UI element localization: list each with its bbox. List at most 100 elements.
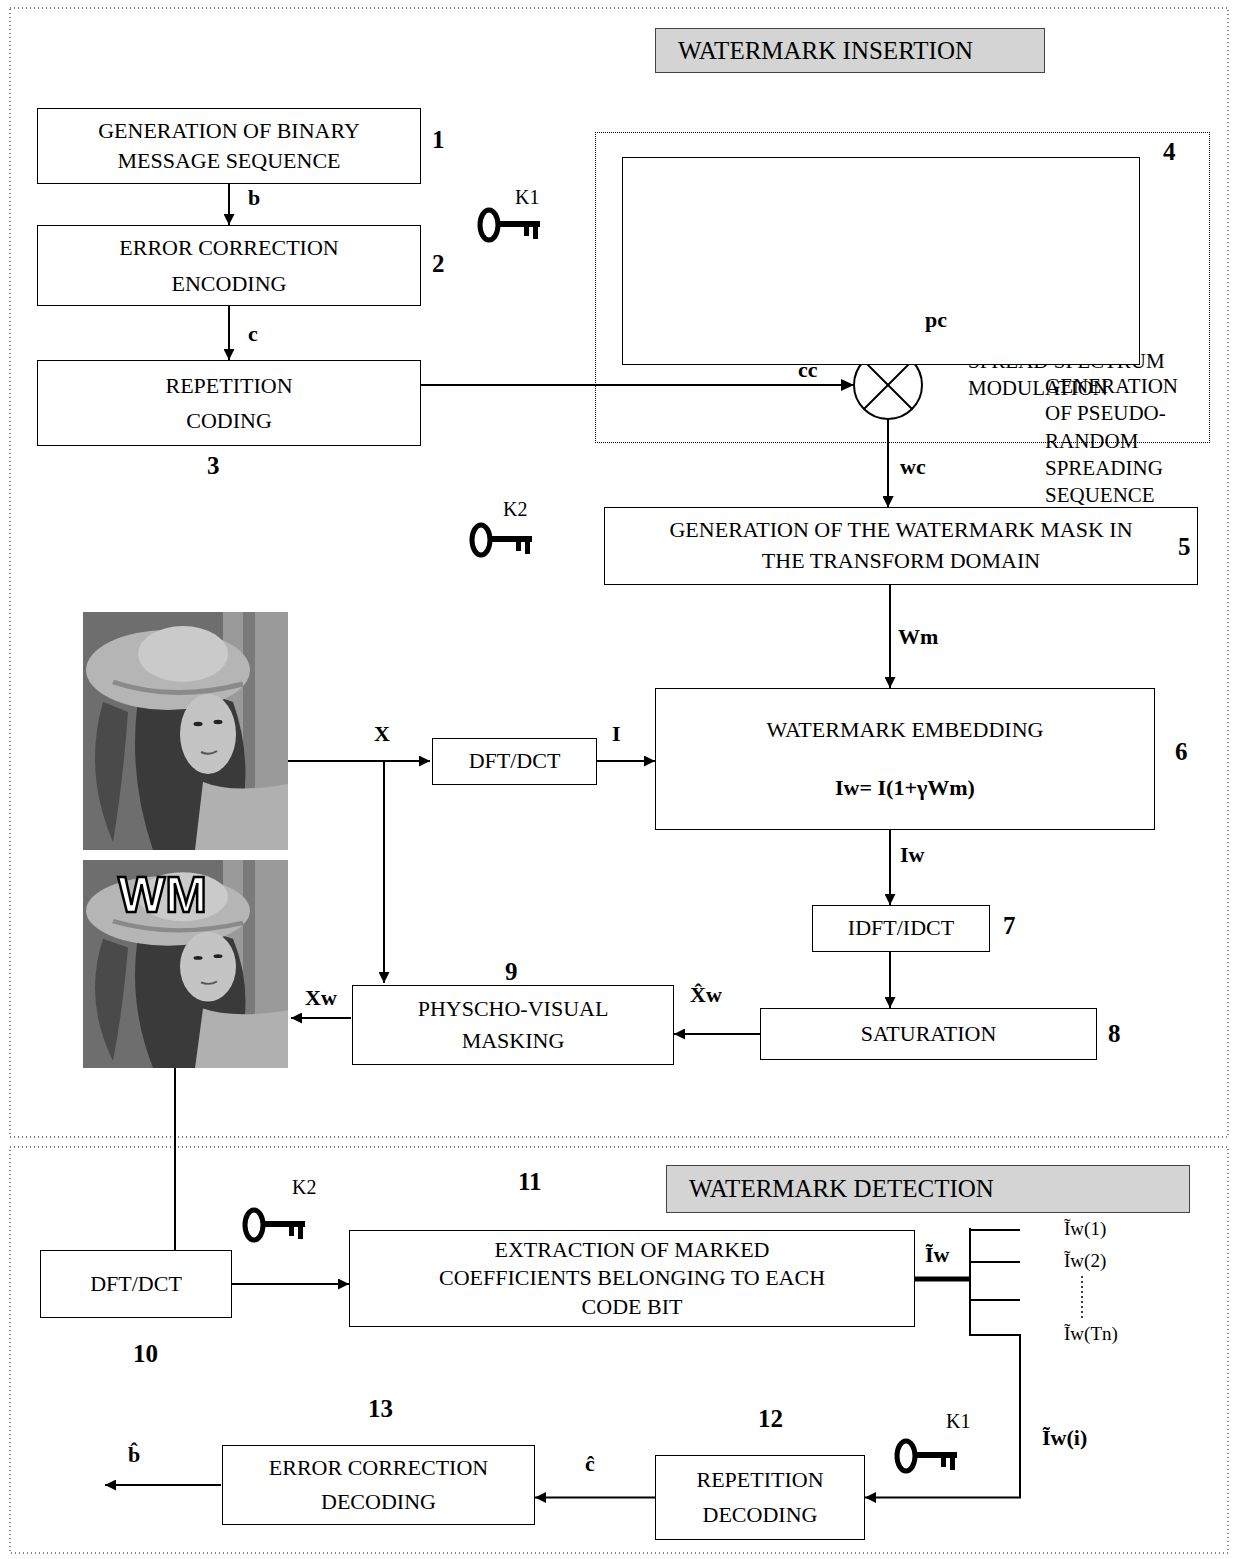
text-group: DFT/DCT [433,748,596,774]
connector-arrow [674,1033,760,1035]
text-group: REPETITION CODING [38,368,420,438]
signal-label: b̂ [128,1443,140,1467]
process-box: SATURATION [760,1008,1097,1060]
box-text: GENERATION OF BINARY MESSAGE SEQUENCE [63,116,395,175]
process-box: REPETITION DECODING [655,1455,865,1540]
callout-number: 9 [505,958,518,986]
process-box: PHYSCHO-VISUAL MASKING [352,985,674,1065]
process-box: DFT/DCT [432,738,597,785]
signal-label: X [374,722,390,746]
process-box: EXTRACTION OF MARKED COEFFICIENTS BELONG… [349,1230,915,1327]
formula-text: Iw= I(1+γWm) [835,775,975,801]
callout-number: 4 [1163,138,1176,166]
section-heading: WATERMARK INSERTION [655,28,1045,73]
box-text: WATERMARK INSERTION [678,36,1022,66]
signal-label: b [248,186,260,210]
box-text: EXTRACTION OF MARKED COEFFICIENTS BELONG… [420,1236,844,1322]
box-text: GENERATION OF THE WATERMARK MASK IN THE … [665,515,1137,577]
text-group: SATURATION [761,1021,1096,1047]
connector-arrow [889,585,891,688]
signal-label: pc [925,308,947,332]
detection-frame [10,1147,1228,1553]
callout-number: 10 [133,1340,158,1368]
key-name: K2 [292,1176,316,1198]
process-box: ERROR CORRECTION ENCODING [37,225,421,306]
callout-number: 13 [368,1395,393,1423]
text-group: ERROR CORRECTION ENCODING [38,230,420,300]
signal-label: c [248,322,258,346]
layout-wires [105,761,1082,1485]
callout-number: 2 [432,250,445,278]
text-group: ERROR CORRECTION DECODING [223,1451,534,1519]
text-group: GENERATION OF BINARY MESSAGE SEQUENCE [38,116,420,175]
signal-label: Ĩw(2) [1064,1251,1106,1272]
key-name: K1 [515,186,539,208]
callout-number: 12 [758,1405,783,1433]
connector-arrow [889,830,891,905]
callout-number: 1 [432,126,445,154]
signal-label: Xw [305,986,337,1010]
text-group: REPETITION DECODING [656,1463,864,1531]
text-group: EXTRACTION OF MARKED COEFFICIENTS BELONG… [350,1236,914,1322]
process-box: GENERATION OF THE WATERMARK MASK IN THE … [604,507,1198,585]
box-text: REPETITION DECODING [664,1463,856,1531]
text-group: DFT/DCT [41,1271,231,1297]
connector-arrow [597,760,655,762]
connector-arrow [228,184,230,225]
signal-label: Ĩw(1) [1064,1219,1106,1240]
watermark-text: WM [118,868,207,923]
process-box: IDFT/IDCT [812,905,990,952]
process-box: WATERMARK EMBEDDING Iw= I(1+γWm) [655,688,1155,830]
box-text: REPETITION CODING [128,368,330,438]
signal-label: X̂w [690,983,722,1007]
insertion-frame [10,8,1228,1137]
process-box: DFT/DCT [40,1250,232,1318]
callout-number: 8 [1108,1020,1121,1048]
text-group: PHYSCHO-VISUAL MASKING [353,993,673,1057]
signal-label: ĉ [585,1452,595,1476]
process-box: REPETITION CODING [37,360,421,446]
signal-label: Wm [898,625,938,649]
connector-arrow [889,952,891,1008]
box-text: DFT/DCT [46,1271,226,1297]
callout-number: 11 [518,1168,542,1196]
callout-number: 7 [1003,912,1016,940]
section-heading: WATERMARK DETECTION [666,1165,1190,1213]
process-box: ERROR CORRECTION DECODING [222,1445,535,1525]
signal-label: Ĩw(i) [1042,1426,1087,1450]
module-region: SPREAD SPECTRUM MODULATIONGENERATION OF … [595,132,1210,443]
box-text: DFT/DCT [438,748,591,774]
signal-label: Ĩw [925,1243,949,1267]
text-group: GENERATION OF THE WATERMARK MASK IN THE … [605,515,1197,577]
box-text: ERROR CORRECTION DECODING [253,1451,504,1519]
text-group: IDFT/IDCT [813,915,989,941]
watermarked-image [83,860,288,1068]
callout-number: 3 [207,452,220,480]
host-image [83,612,288,850]
process-box: GENERATION OF BINARY MESSAGE SEQUENCE [37,108,421,184]
connector-arrow [232,1283,349,1285]
process-box: GENERATION OF PSEUDO-RANDOM SPREADING SE… [622,157,1140,365]
box-text: ERROR CORRECTION ENCODING [68,230,390,300]
signal-label: cc [798,358,818,382]
callout-number: 5 [1178,533,1191,561]
connector-arrow [535,1497,655,1499]
signal-label: Ĩw(Tn) [1064,1324,1118,1345]
text-group: WATERMARK INSERTION [656,36,1044,66]
key-name: K2 [503,498,527,520]
signal-label: I [612,722,621,746]
key-name: K1 [946,1410,970,1432]
connector-arrow [228,306,230,360]
signal-label: wc [900,455,926,479]
box-text: PHYSCHO-VISUAL MASKING [383,993,643,1057]
box-text: IDFT/IDCT [818,915,984,941]
callout-number: 6 [1175,738,1188,766]
signal-label: Iw [900,843,924,867]
text-group: WATERMARK EMBEDDING Iw= I(1+γWm) [656,717,1154,802]
box-text: SATURATION [771,1021,1086,1047]
connector-arrow [421,385,888,507]
box-text: WATERMARK DETECTION [689,1174,1167,1204]
text-group: WATERMARK DETECTION [667,1174,1189,1204]
box-text: WATERMARK EMBEDDING [767,717,1044,743]
